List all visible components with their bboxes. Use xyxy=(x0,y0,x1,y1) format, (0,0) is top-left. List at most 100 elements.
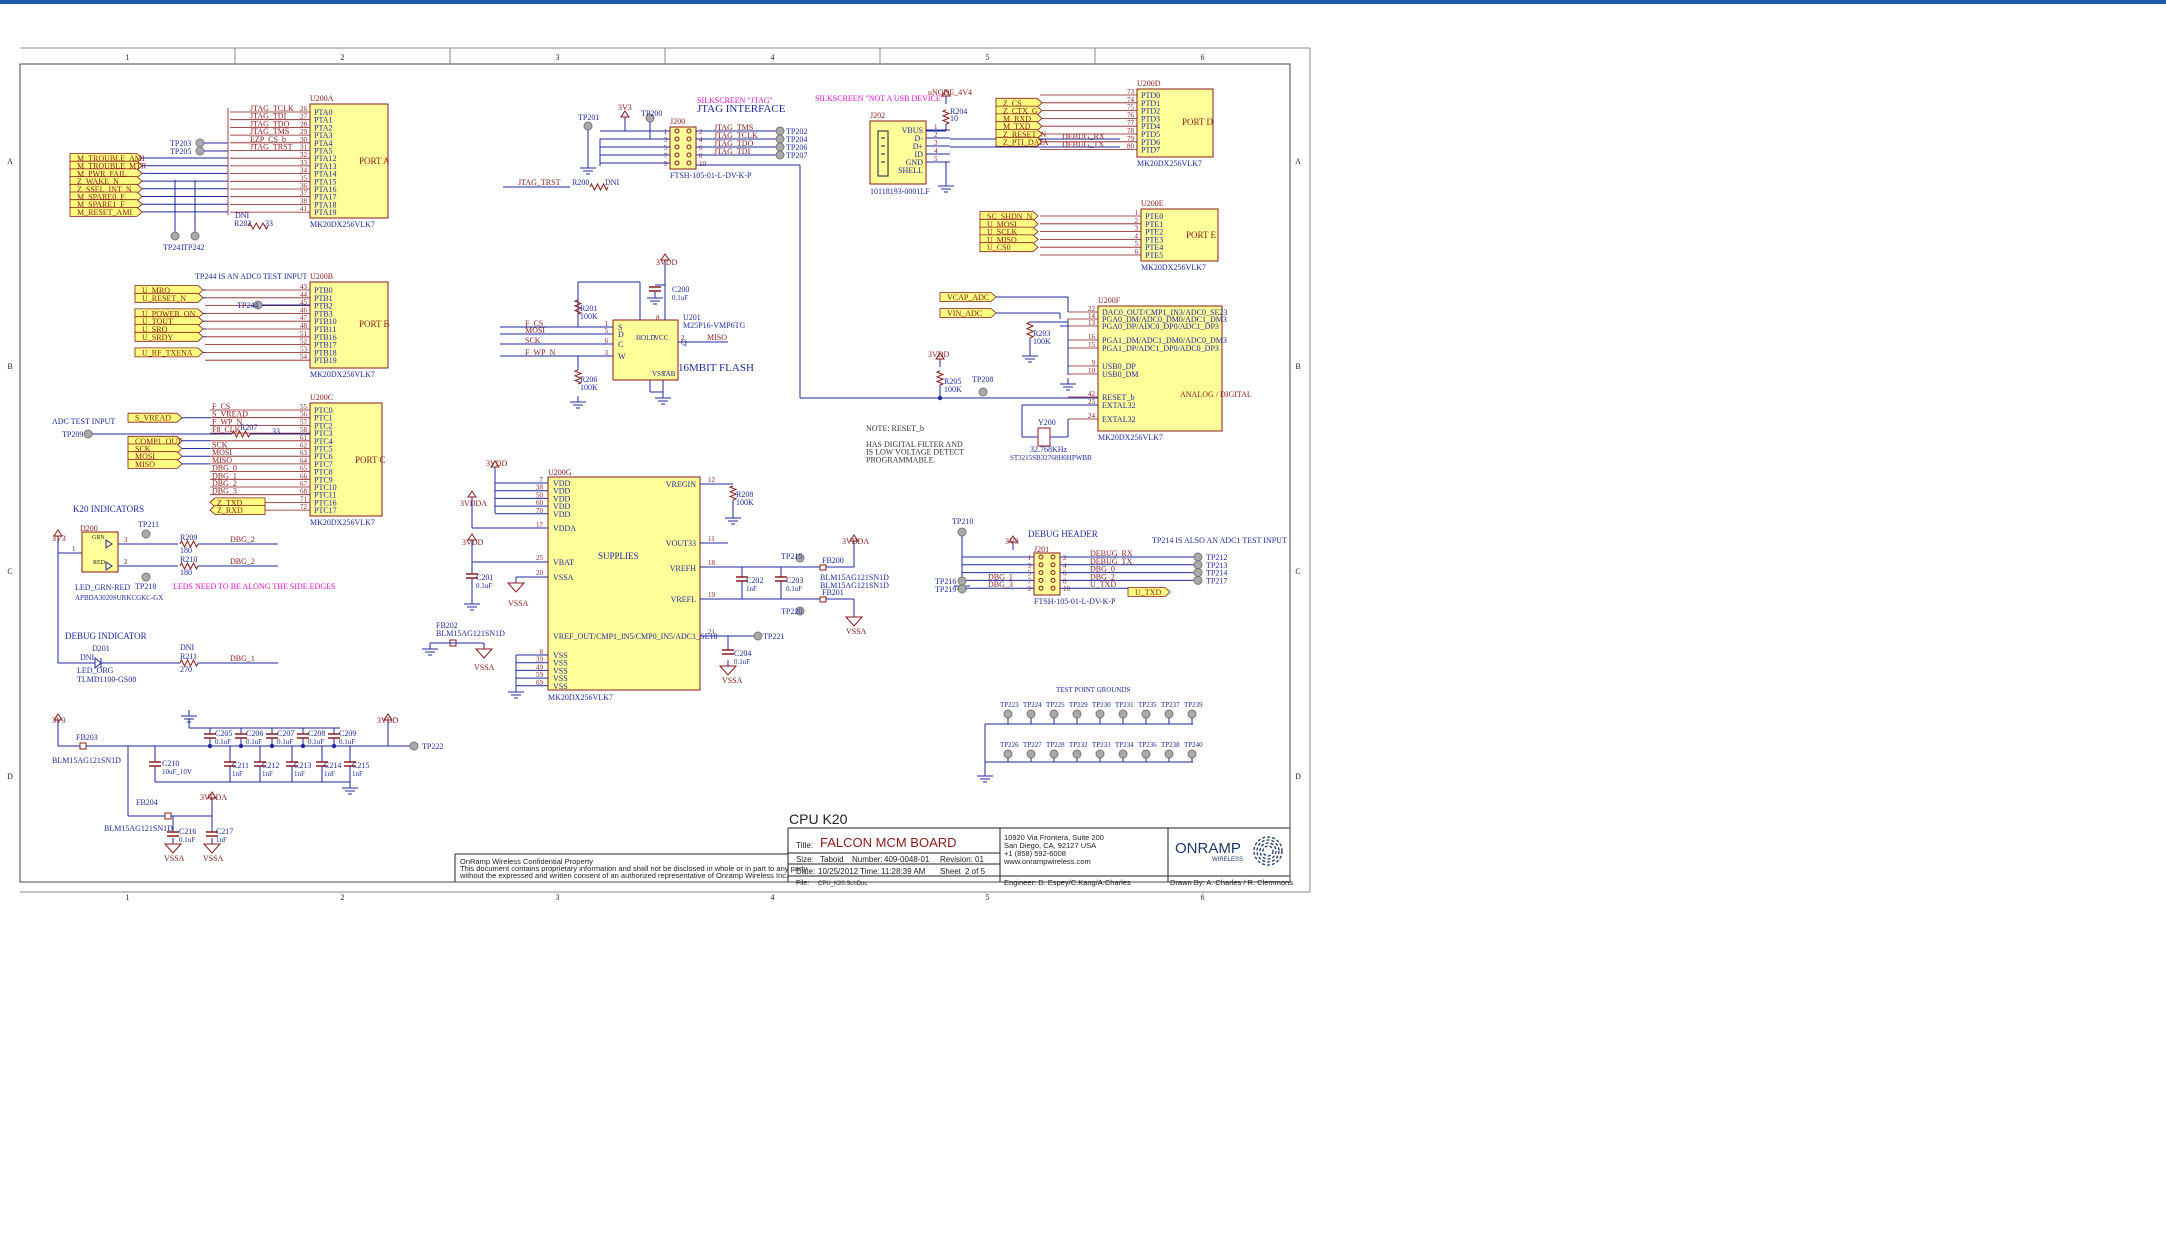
label: PTE5 xyxy=(1145,251,1163,260)
label: VSSA xyxy=(203,854,224,863)
column-label: 6 xyxy=(1201,893,1205,902)
port-label: U_MRQ xyxy=(142,286,170,295)
label: ADC TEST INPUT xyxy=(52,417,115,426)
column-label: 3 xyxy=(556,53,560,62)
label: PTB0 xyxy=(314,286,333,295)
label: 0.1uF xyxy=(215,738,231,746)
label: 0.1uF xyxy=(246,738,262,746)
label: PTC4 xyxy=(314,437,333,446)
label: 10118193-0001LF xyxy=(870,187,930,196)
label: 7 xyxy=(664,152,668,160)
label: TP213 xyxy=(1206,561,1227,570)
label: PGA1_DP/ADC1_DP0/ADC0_DP3 xyxy=(1102,344,1219,353)
label: C204 xyxy=(734,649,751,658)
label: 100K xyxy=(736,498,754,507)
label: F8_CLK xyxy=(212,425,241,434)
label: VDDA xyxy=(553,524,576,533)
label: TP221 xyxy=(763,632,784,641)
label: 50 xyxy=(536,491,544,499)
note-text: PROGRAMMABLE. xyxy=(866,455,936,464)
label: VBUS xyxy=(902,126,923,135)
label: TP224 xyxy=(1023,701,1042,709)
label: DEBUG_RX xyxy=(1062,132,1105,141)
label: LED_GRN-RED xyxy=(75,583,130,592)
resistor xyxy=(247,221,269,231)
resistor xyxy=(728,485,738,501)
column-label: 1 xyxy=(126,53,130,62)
label: TP242 xyxy=(183,243,204,252)
label: 11:28:39 AM xyxy=(881,867,926,876)
chip-body xyxy=(612,319,679,381)
rotated-label: HOLD xyxy=(636,334,655,342)
label: DBG_1 xyxy=(988,572,1013,581)
label: 65 xyxy=(300,465,308,473)
test-point xyxy=(775,150,785,160)
label: MK20DX256VLK7 xyxy=(1137,159,1202,168)
label: S xyxy=(618,323,622,332)
label: 1 xyxy=(72,545,76,553)
label: VSSA xyxy=(508,599,529,608)
label: MK20DX256VLK7 xyxy=(548,693,613,702)
column-label: 5 xyxy=(986,893,990,902)
label: VDD xyxy=(553,510,571,519)
label: PORT D xyxy=(1182,117,1214,127)
board-title: FALCON MCM BOARD xyxy=(820,835,957,850)
port-flag xyxy=(995,136,1043,147)
label: TP220 xyxy=(781,607,802,616)
label: 2 xyxy=(934,131,938,139)
label: 16MBIT FLASH xyxy=(678,362,754,374)
label: 6 xyxy=(1135,248,1139,256)
label: DNI xyxy=(605,178,620,187)
debug-header xyxy=(1033,552,1061,596)
pin xyxy=(1050,577,1056,583)
logo-ring xyxy=(1262,845,1274,857)
label: APBDA3020SURKCGKC-GX xyxy=(75,594,163,602)
label: TP223 xyxy=(1000,701,1019,709)
label: 8 xyxy=(699,152,703,160)
label: C203 xyxy=(786,576,803,585)
column-label: 1 xyxy=(126,893,130,902)
label: F_CS xyxy=(525,319,543,328)
test-point xyxy=(775,142,785,152)
label: 71 xyxy=(300,495,308,503)
label: JTAG_TDO xyxy=(714,139,754,148)
label: TP231 xyxy=(1115,701,1134,709)
label: 7 xyxy=(1028,577,1032,585)
label: K20 INDICATORS xyxy=(73,504,144,514)
note-text: IS LOW VOLTAGE DETECT xyxy=(866,448,964,457)
label: 30 xyxy=(300,136,308,144)
label: BLM15AG121SN1D xyxy=(104,824,173,833)
label: PTA5 xyxy=(314,147,332,156)
label: PORT B xyxy=(359,319,390,329)
label: U200D xyxy=(1137,79,1161,88)
label: 11 xyxy=(708,535,715,543)
label: 8 xyxy=(656,314,660,322)
label: DAC0_OUT/CMP1_IN3/ADC0_SE23 xyxy=(1102,308,1227,317)
power-symbol xyxy=(53,529,63,537)
power-symbol xyxy=(490,460,500,468)
test-point xyxy=(1118,709,1128,719)
label: PORT C xyxy=(355,455,386,465)
label: PTD4 xyxy=(1141,122,1160,131)
label: VSS xyxy=(553,651,568,660)
label: JTAG_TRST xyxy=(518,178,561,187)
label: C xyxy=(618,340,623,349)
label: 63 xyxy=(300,449,308,457)
label: VSS xyxy=(553,674,568,683)
port-label: Z_WAKE_N xyxy=(77,177,119,186)
label: R209 xyxy=(180,533,197,542)
label: FTSH-105-01-L-DV-K-P xyxy=(1034,597,1116,606)
label: 15 xyxy=(1088,341,1096,349)
pin xyxy=(1050,554,1056,560)
label: C215 xyxy=(352,761,369,770)
label: 25 xyxy=(536,554,544,562)
row-label: A xyxy=(7,157,13,166)
row-label: D xyxy=(1295,772,1301,781)
label: C200 xyxy=(672,285,689,294)
label: PTC11 xyxy=(314,491,336,500)
vssa-symbol xyxy=(718,665,738,676)
label: 51 xyxy=(300,330,308,338)
label: JTAG_TDO xyxy=(250,119,290,128)
label: U201 xyxy=(683,313,701,322)
label: 41 xyxy=(300,205,308,213)
